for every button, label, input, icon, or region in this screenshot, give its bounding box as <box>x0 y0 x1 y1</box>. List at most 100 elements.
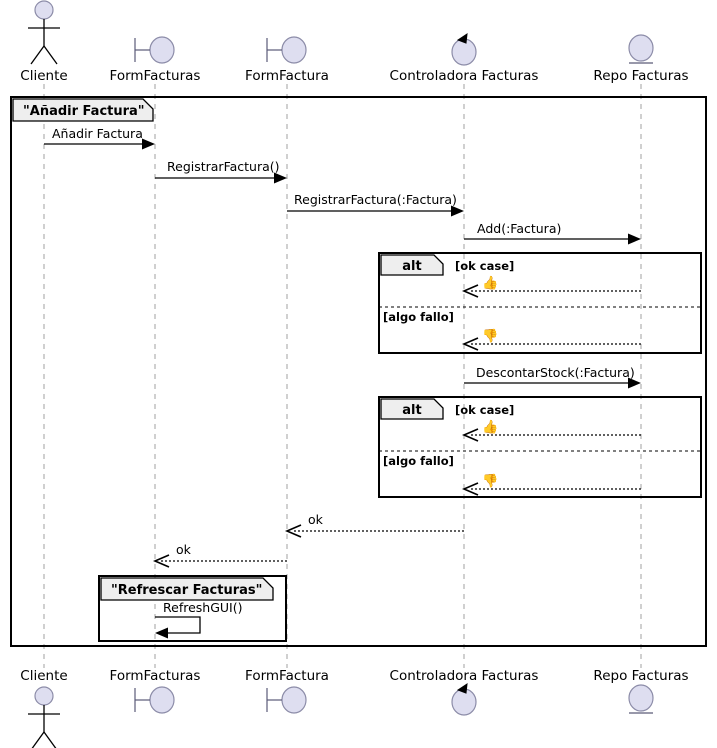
entity-circle <box>628 34 654 62</box>
boundary-circle <box>281 36 307 64</box>
msg-ok-controladora: ok <box>284 512 464 538</box>
group-refrescar-facturas[interactable]: "Refrescar Facturas" <box>98 575 287 642</box>
msg-registrar-factura: RegistrarFactura() <box>155 159 287 184</box>
msg-anadir-factura-label: Añadir Factura <box>52 126 143 141</box>
participant-cliente[interactable]: Cliente <box>20 0 68 84</box>
control-bottom-arrow <box>456 682 468 694</box>
alt-registrar-guard-0: [ok case] <box>455 259 514 273</box>
msg-registrar-factura-arrowhead <box>274 172 287 184</box>
participant-formfactura[interactable]: FormFactura <box>245 36 329 84</box>
msg-refresh-gui-arrowhead <box>155 627 168 639</box>
group-frames-layer: "Añadir Factura" "Refrescar Facturas" <box>10 96 707 647</box>
group-refrescar-facturas-tab <box>100 577 274 601</box>
participant-repo[interactable]: Repo Facturas <box>593 34 689 84</box>
actor-stick-figure-head <box>34 0 54 20</box>
msg-registrar-factura-p-label: RegistrarFactura(:Factura) <box>294 192 457 207</box>
actor-stick-figure-leg-left <box>30 45 45 65</box>
msg-descontar-stock-arrowhead <box>628 377 641 389</box>
group-anadir-factura[interactable]: "Añadir Factura" <box>10 96 707 647</box>
thumbs-up-icon: 👍 <box>482 275 498 291</box>
participants-header-row: Cliente FormFacturas FormFactura Controlado… <box>20 0 689 84</box>
participant-label-repo: Repo Facturas <box>593 68 688 84</box>
actor-stick-figure-leg-right <box>43 45 58 65</box>
participant-label-formfactura: FormFactura <box>245 68 329 84</box>
participant-bottom-formfactura[interactable]: FormFactura <box>245 668 329 714</box>
msg-ok-controladora-arrowhead <box>284 524 302 538</box>
alt-descontar-guard-0: [ok case] <box>455 403 514 417</box>
alt-registrar-message-1: 👎 <box>461 328 641 351</box>
actor-stick-figure-bottom-leg-left <box>31 731 45 748</box>
alt-registrar-arrowhead-1 <box>461 337 479 351</box>
alt-descontar-arrowhead-0 <box>461 428 479 442</box>
alt-registrar-operator-label: alt <box>402 259 421 274</box>
participant-bottom-controladora[interactable]: Controladora Facturas <box>390 668 539 716</box>
thumbs-down-icon: 👎 <box>482 473 498 489</box>
msg-ok-formfactura-arrowhead <box>152 554 170 568</box>
alt-descontar-message-0: 👍 <box>461 419 641 442</box>
alt-registrar[interactable]: alt [ok case] [algo fallo] 👍 👎 <box>378 252 702 354</box>
msg-refresh-gui-label: RefreshGUI() <box>163 600 242 615</box>
alt-descontar-guard-1: [algo fallo] <box>383 454 454 468</box>
alt-registrar-border <box>378 252 702 354</box>
participant-bottom-cliente[interactable]: Cliente <box>20 668 68 748</box>
group-refrescar-facturas-label: "Refrescar Facturas" <box>111 583 262 598</box>
thumbs-down-icon: 👎 <box>482 328 498 344</box>
participant-controladora[interactable]: Controladora Facturas <box>390 32 539 84</box>
msg-registrar-factura-label: RegistrarFactura() <box>167 159 280 174</box>
control-circle <box>451 38 477 66</box>
participant-formfacturas[interactable]: FormFacturas <box>110 36 201 84</box>
msg-refresh-gui: RefreshGUI() <box>155 600 242 639</box>
msg-ok-formfactura-label: ok <box>176 542 192 557</box>
alt-descontar-message-1: 👎 <box>461 473 641 496</box>
alt-descontar-border <box>378 396 702 498</box>
alt-descontar-operator-tab <box>380 398 444 420</box>
msg-descontar-stock: DescontarStock(:Factura) <box>464 365 641 389</box>
alt-fragments-layer: alt [ok case] [algo fallo] 👍 👎 alt [ok case] [a… <box>378 252 702 498</box>
group-anadir-factura-border <box>10 96 707 647</box>
participants-footer-row: Cliente FormFacturas FormFactura Controlado… <box>20 668 689 748</box>
msg-registrar-factura-p-arrowhead <box>451 205 464 217</box>
actor-stick-figure-bottom-leg-right <box>43 731 57 748</box>
participant-label-formfacturas: FormFacturas <box>110 68 201 84</box>
participant-label-controladora: Controladora Facturas <box>390 68 539 84</box>
alt-descontar[interactable]: alt [ok case] [algo fallo] 👍 👎 <box>378 396 702 498</box>
msg-anadir-factura: Añadir Factura <box>44 126 155 150</box>
boundary-bottom-circle <box>281 686 307 714</box>
msg-add-factura-arrowhead <box>628 233 641 245</box>
msg-add-factura-label: Add(:Factura) <box>477 221 561 236</box>
participant-bottom-formfacturas[interactable]: FormFacturas <box>110 668 201 714</box>
alt-descontar-arrowhead-1 <box>461 482 479 496</box>
msg-anadir-factura-arrowhead <box>142 138 155 150</box>
boundary-bottom-circle <box>149 686 175 714</box>
boundary-circle <box>149 36 175 64</box>
msg-descontar-stock-label: DescontarStock(:Factura) <box>476 365 635 380</box>
msg-ok-formfactura: ok <box>152 542 287 568</box>
participant-label-cliente: Cliente <box>20 68 67 84</box>
group-anadir-factura-tab <box>12 98 154 122</box>
alt-registrar-message-0: 👍 <box>461 275 641 298</box>
actor-stick-figure-bottom-head <box>34 686 54 706</box>
participant-bottom-repo[interactable]: Repo Facturas <box>593 668 689 714</box>
alt-registrar-arrowhead-0 <box>461 284 479 298</box>
group-anadir-factura-label: "Añadir Factura" <box>23 104 145 119</box>
lifelines-layer <box>43 84 642 668</box>
msg-add-factura: Add(:Factura) <box>464 221 641 245</box>
alt-registrar-guard-1: [algo fallo] <box>383 310 454 324</box>
participant-bottom-label-repo: Repo Facturas <box>593 668 688 684</box>
msg-registrar-factura-p: RegistrarFactura(:Factura) <box>287 192 464 217</box>
alt-registrar-operator-tab <box>380 254 444 276</box>
group-refrescar-facturas-border <box>98 575 287 642</box>
control-arrow <box>456 32 468 44</box>
msg-refresh-gui-loop <box>155 616 201 634</box>
msg-ok-controladora-label: ok <box>308 512 324 527</box>
participant-bottom-label-formfactura: FormFactura <box>245 668 329 684</box>
control-bottom-circle <box>451 688 477 716</box>
participant-bottom-label-formfacturas: FormFacturas <box>110 668 201 684</box>
thumbs-up-icon: 👍 <box>482 419 498 435</box>
entity-bottom-circle <box>628 684 654 712</box>
participant-bottom-label-cliente: Cliente <box>20 668 67 684</box>
alt-descontar-operator-label: alt <box>402 403 421 418</box>
self-messages-layer: RefreshGUI() <box>155 600 242 639</box>
